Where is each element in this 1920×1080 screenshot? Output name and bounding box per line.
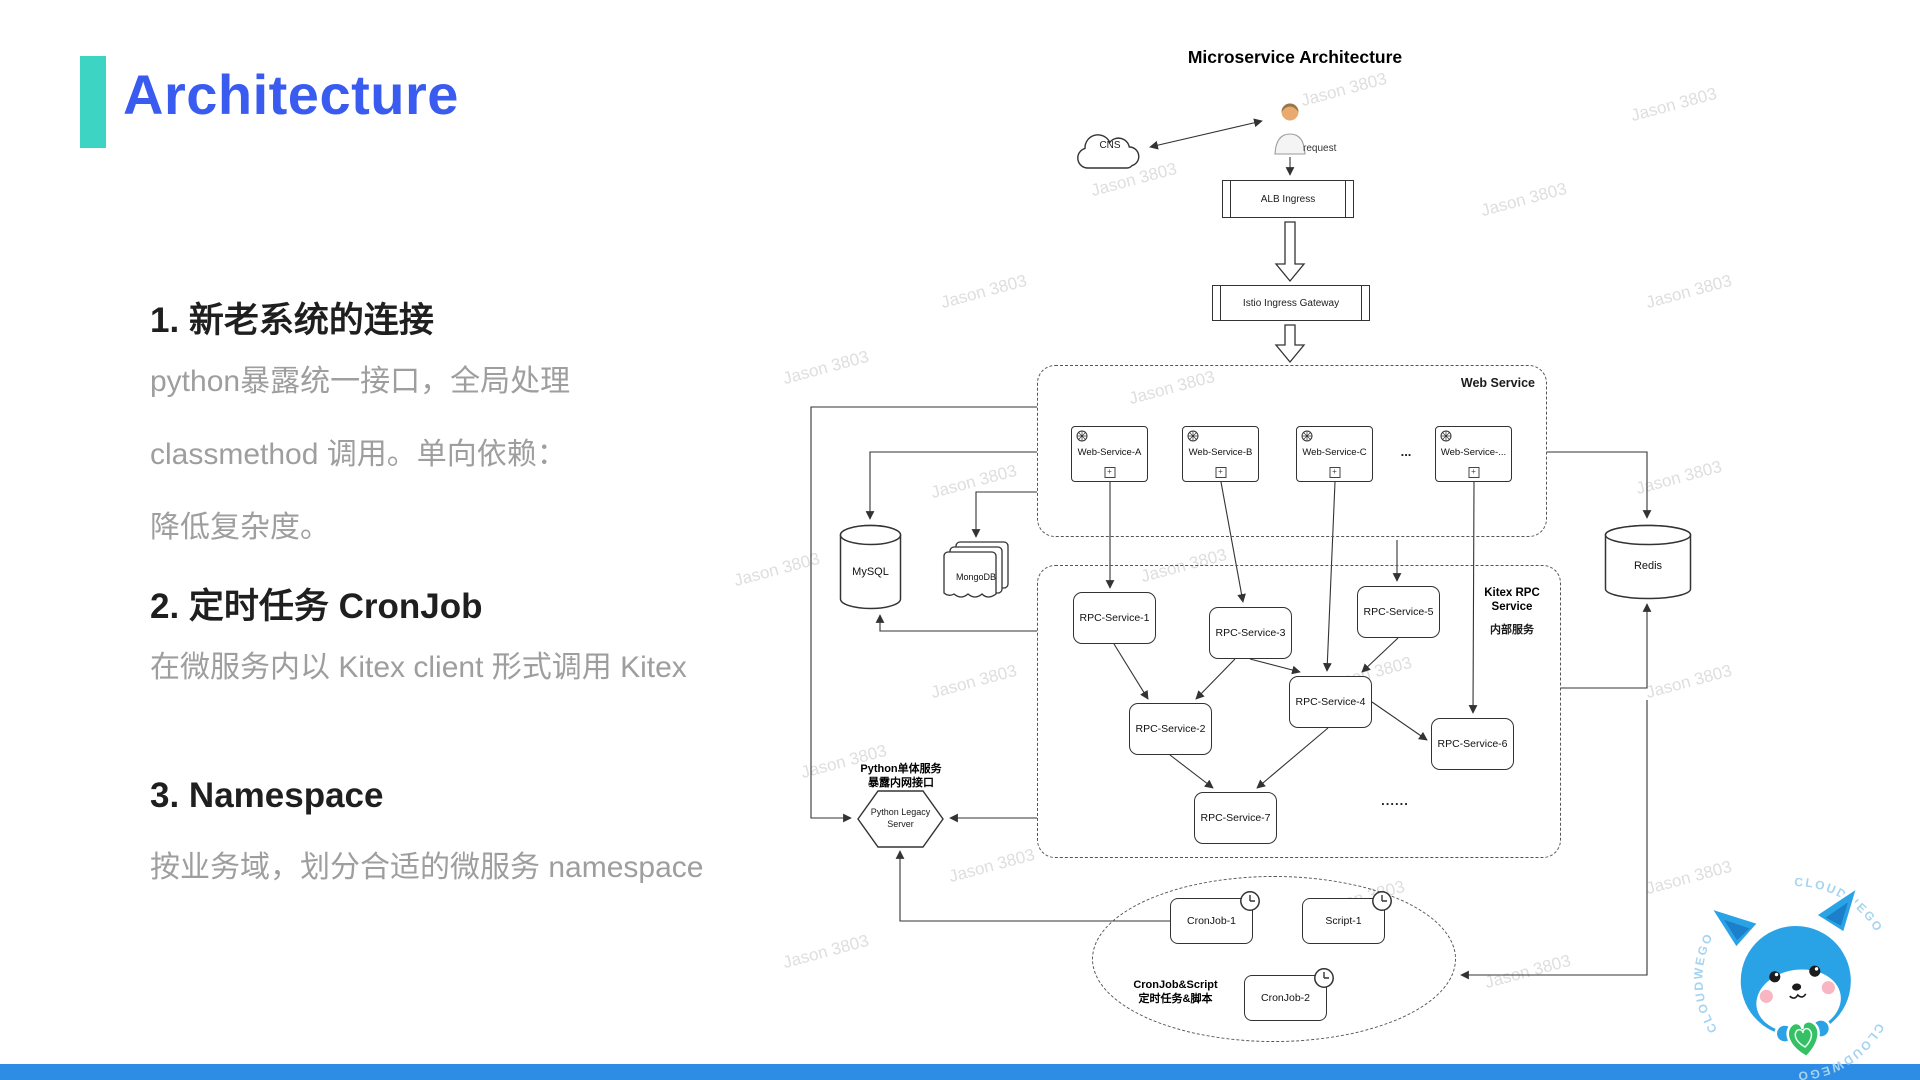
clock-icon — [1372, 891, 1392, 911]
section-2-body: 在微服务内以 Kitex client 形式调用 Kitex — [150, 642, 687, 715]
cylinder-icon — [839, 524, 902, 610]
hexagon-icon — [857, 790, 944, 848]
kitex-rpc-container — [1037, 565, 1561, 858]
cronjob-2-node: CronJob-2 — [1244, 968, 1334, 1021]
mascot-ring-text: CLOUDWEGO — [1688, 929, 1730, 1037]
helm-icon — [1076, 430, 1088, 442]
kitex-rpc-title: Kitex RPC Service — [1462, 586, 1562, 614]
helm-icon — [1187, 430, 1199, 442]
body-line: classmethod 调用。单向依赖： — [150, 438, 567, 471]
diagram-title: Microservice Architecture — [1187, 47, 1403, 67]
cronjob-group-label-line2: 定时任务&脚本 — [1138, 993, 1213, 1005]
python-legacy-caption: Python单体服务 暴露内网接口 — [856, 762, 946, 790]
web-service-a-label: Web-Service-A — [1077, 446, 1142, 458]
kitex-rpc-title-line1: Kitex RPC — [1484, 587, 1540, 599]
expand-icon — [1329, 467, 1340, 478]
helm-icon — [1301, 430, 1313, 442]
web-service-container — [1037, 365, 1547, 537]
rpc-service-4-label: RPC-Service-4 — [1295, 696, 1366, 708]
body-line: 按业务域，划分合适的微服务 namespace — [150, 851, 704, 884]
kitex-rpc-subtitle: 内部服务 — [1490, 624, 1534, 636]
web-service-more-label: Web-Service-... — [1440, 446, 1507, 458]
web-service-c-label: Web-Service-C — [1302, 446, 1367, 458]
cloud-icon — [1077, 134, 1140, 169]
section-3-body: 按业务域，划分合适的微服务 namespace — [150, 842, 703, 915]
web-service-more-node: Web-Service-... — [1435, 426, 1512, 482]
python-legacy-node: Python Legacy Server — [857, 790, 944, 848]
web-service-b-node: Web-Service-B — [1182, 426, 1259, 482]
svg-text:CLOUDWEGO: CLOUDWEGO — [1688, 929, 1730, 1037]
script-1-node: Script-1 — [1302, 891, 1392, 944]
web-service-b-label: Web-Service-B — [1188, 446, 1253, 458]
cronjob-group-label-line1: CronJob&Script — [1133, 979, 1218, 991]
user-icon — [1274, 103, 1306, 155]
body-line: 降低复杂度。 — [150, 511, 330, 544]
body-line: python暴露统一接口，全局处理 — [150, 365, 571, 398]
mascot-heart — [1786, 1019, 1820, 1059]
web-service-c-node: Web-Service-C — [1296, 426, 1373, 482]
istio-ingress-gateway-label: Istio Ingress Gateway — [1242, 297, 1340, 309]
kitex-ellipsis: ...... — [1381, 793, 1409, 808]
kitex-rpc-title-line2: Service — [1491, 601, 1533, 613]
clock-icon — [1314, 968, 1334, 988]
rpc-service-1-label: RPC-Service-1 — [1079, 612, 1150, 624]
mysql-label: MySQL — [852, 566, 889, 578]
redis-datastore: Redis — [1604, 524, 1692, 600]
python-legacy-caption-line2: 暴露内网接口 — [868, 777, 934, 789]
rpc-service-3-label: RPC-Service-3 — [1215, 627, 1286, 639]
cronjob-group-label: CronJob&Script 定时任务&脚本 — [1118, 978, 1233, 1006]
rpc-service-4-node: RPC-Service-4 — [1289, 676, 1372, 728]
cronjob-group — [1092, 876, 1456, 1042]
clock-icon — [1240, 891, 1260, 911]
request-label: request — [1303, 143, 1337, 154]
python-legacy-caption-line1: Python单体服务 — [860, 763, 942, 775]
section-1-heading: 1. 新老系统的连接 — [150, 301, 434, 340]
rpc-service-2-node: RPC-Service-2 — [1129, 703, 1212, 755]
python-legacy-label-line1: Python Legacy — [870, 807, 931, 817]
redis-label: Redis — [1633, 560, 1663, 572]
expand-icon — [1468, 467, 1479, 478]
section-3-heading: 3. Namespace — [150, 776, 384, 815]
cloudwego-mascot: CLOUDWEGO CLOUDWEGO CLOUDWEGO — [1688, 878, 1893, 1080]
rpc-service-7-node: RPC-Service-7 — [1194, 792, 1277, 844]
rpc-service-5-label: RPC-Service-5 — [1363, 606, 1434, 618]
istio-ingress-gateway-node: Istio Ingress Gateway — [1212, 285, 1370, 321]
section-1-body: python暴露统一接口，全局处理 classmethod 调用。单向依赖： 降… — [150, 356, 570, 575]
cronjob-1-node: CronJob-1 — [1170, 891, 1260, 944]
mysql-datastore: MySQL — [839, 524, 902, 611]
web-service-a-node: Web-Service-A — [1071, 426, 1148, 482]
mascot-right-ear — [1812, 883, 1861, 936]
body-line: 在微服务内以 Kitex client 形式调用 Kitex — [150, 651, 687, 684]
alb-ingress-label: ALB Ingress — [1260, 193, 1316, 205]
page-title: Architecture — [123, 63, 459, 126]
rpc-service-3-node: RPC-Service-3 — [1209, 607, 1292, 659]
rpc-service-7-label: RPC-Service-7 — [1200, 812, 1271, 824]
mongodb-label: MongoDB — [955, 572, 997, 582]
rpc-service-2-label: RPC-Service-2 — [1135, 723, 1206, 735]
cronjob-1-label: CronJob-1 — [1186, 915, 1237, 927]
rpc-service-1-node: RPC-Service-1 — [1073, 592, 1156, 644]
cloud-label: CNS — [1099, 140, 1121, 151]
expand-icon — [1104, 467, 1115, 478]
expand-icon — [1215, 467, 1226, 478]
web-service-container-label: Web Service — [1460, 376, 1535, 390]
title-accent-bar — [80, 56, 106, 148]
rpc-service-6-label: RPC-Service-6 — [1437, 738, 1508, 750]
cylinder-icon — [1604, 524, 1692, 600]
mongodb-datastore: MongoDB — [940, 540, 1012, 607]
web-service-ellipsis: ... — [1400, 444, 1412, 459]
helm-icon — [1440, 430, 1452, 442]
footer-bar — [0, 1064, 1920, 1080]
alb-ingress-node: ALB Ingress — [1222, 180, 1354, 218]
rpc-service-5-node: RPC-Service-5 — [1357, 586, 1440, 638]
rpc-service-6-node: RPC-Service-6 — [1431, 718, 1514, 770]
section-2-heading: 2. 定时任务 CronJob — [150, 587, 483, 626]
cronjob-2-label: CronJob-2 — [1260, 992, 1311, 1004]
python-legacy-label-line2: Server — [887, 819, 914, 829]
script-1-label: Script-1 — [1325, 915, 1362, 927]
documents-icon — [943, 541, 1009, 598]
